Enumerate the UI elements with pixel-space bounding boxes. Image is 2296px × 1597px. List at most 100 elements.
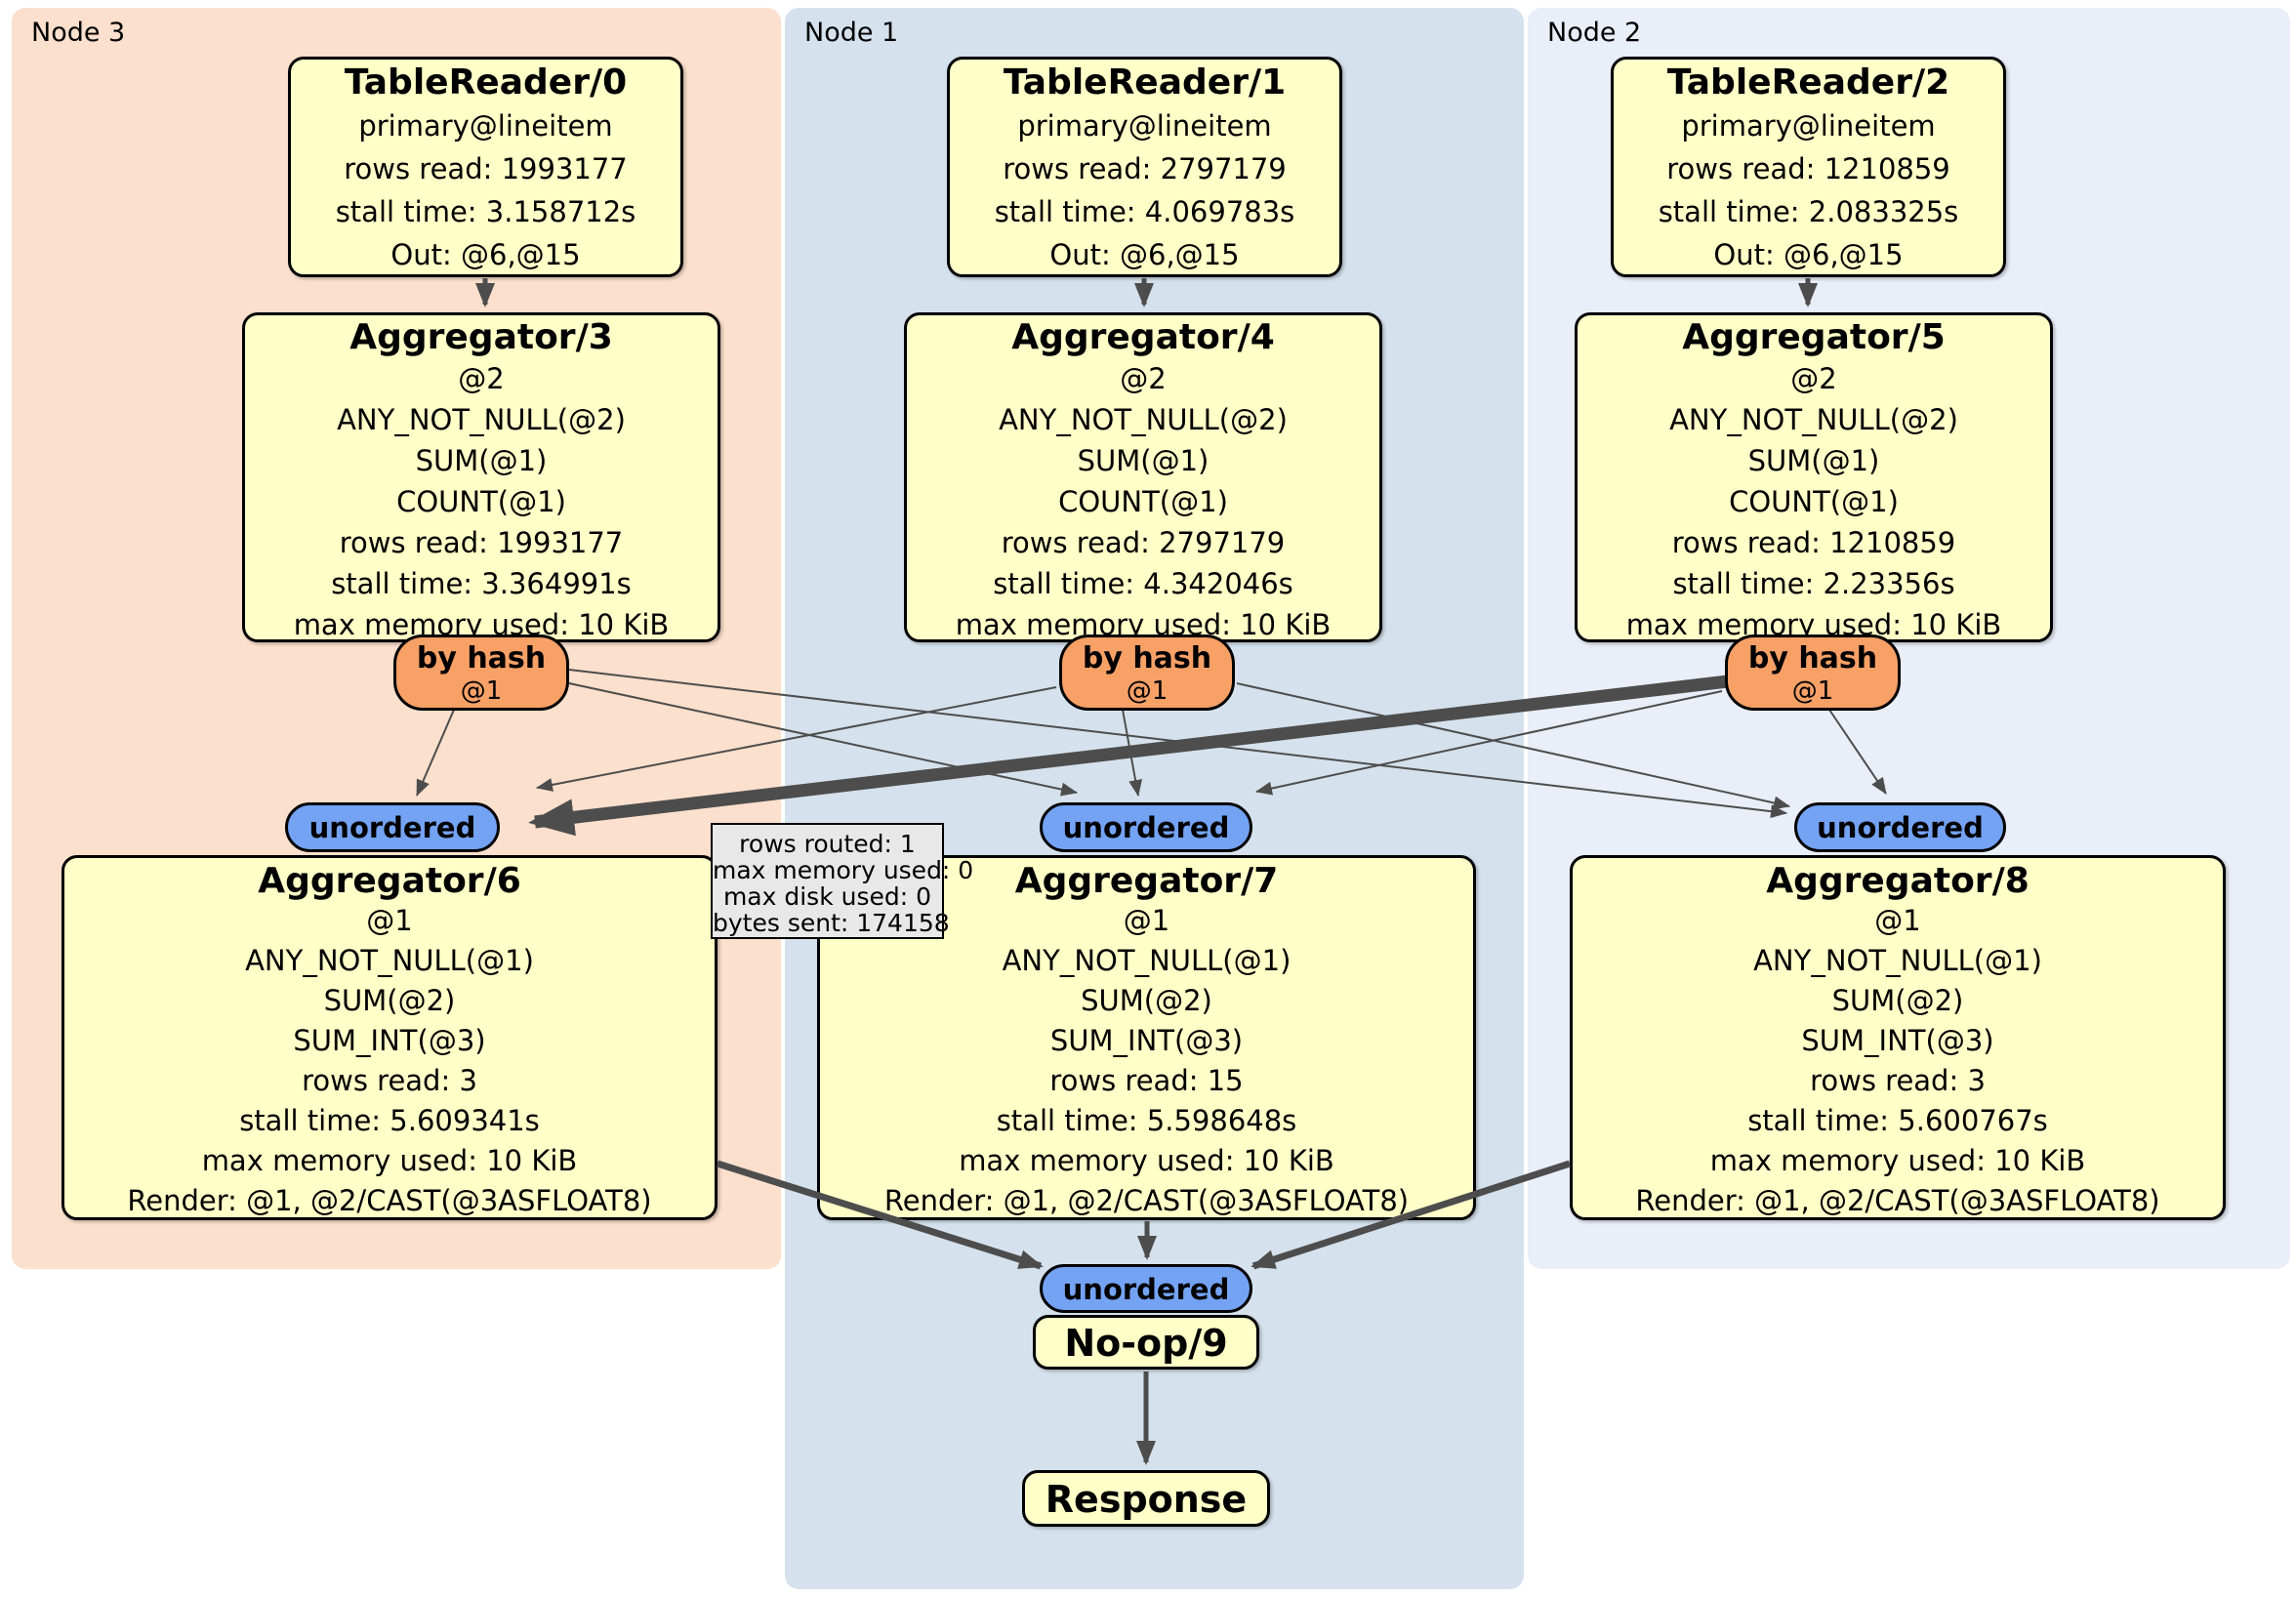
node-line: rows read: 3 <box>1810 1064 1986 1097</box>
node-line: @2 <box>1790 362 1837 395</box>
node-line: Render: @1, @2/CAST(@3ASFLOAT8) <box>1635 1184 2160 1217</box>
node-title: Aggregator/4 <box>1011 317 1275 357</box>
router-label: by hash <box>1747 641 1878 676</box>
node-line: @2 <box>458 362 505 395</box>
node-aggregator-6[interactable]: Aggregator/6 @1 ANY_NOT_NULL(@1) SUM(@2)… <box>62 855 718 1220</box>
node-line: primary@lineitem <box>358 109 613 143</box>
node-title: Response <box>1045 1478 1248 1521</box>
node-tablereader-2[interactable]: TableReader/2 primary@lineitem rows read… <box>1611 57 2006 277</box>
node-line: ANY_NOT_NULL(@2) <box>337 403 626 436</box>
node-line: ANY_NOT_NULL(@2) <box>1669 403 1958 436</box>
node-line: rows read: 1993177 <box>339 526 624 559</box>
sync-unordered-1[interactable]: unordered <box>1040 802 1252 852</box>
node-line: COUNT(@1) <box>1058 485 1228 518</box>
router-by-hash-0[interactable]: by hash @1 <box>393 635 569 711</box>
node-line: rows read: 2797179 <box>1003 152 1287 185</box>
node-line: SUM(@1) <box>1747 444 1880 477</box>
sync-unordered-3[interactable]: unordered <box>1040 1264 1252 1313</box>
node-aggregator-5[interactable]: Aggregator/5 @2 ANY_NOT_NULL(@2) SUM(@1)… <box>1575 312 2053 642</box>
node-aggregator-3[interactable]: Aggregator/3 @2 ANY_NOT_NULL(@2) SUM(@1)… <box>242 312 720 642</box>
node-line: Out: @6,@15 <box>390 238 581 271</box>
node-line: SUM(@1) <box>1077 444 1210 477</box>
node-line: stall time: 2.083325s <box>1658 195 1959 228</box>
node-line: stall time: 2.23356s <box>1672 567 1955 600</box>
router-by-hash-1[interactable]: by hash @1 <box>1059 635 1235 711</box>
node-line: ANY_NOT_NULL(@1) <box>245 944 534 977</box>
node-title: TableReader/0 <box>344 62 628 102</box>
node-line: rows read: 1210859 <box>1666 152 1950 185</box>
node-title: Aggregator/5 <box>1682 317 1946 357</box>
tooltip-line: max disk used: 0 <box>722 882 932 911</box>
node-title: No-op/9 <box>1064 1322 1228 1365</box>
sync-label: unordered <box>1062 811 1230 844</box>
node-title: Aggregator/6 <box>258 861 521 901</box>
node-line: stall time: 5.609341s <box>239 1104 540 1137</box>
node-aggregator-8[interactable]: Aggregator/8 @1 ANY_NOT_NULL(@1) SUM(@2)… <box>1570 855 2226 1220</box>
node-line: ANY_NOT_NULL(@1) <box>1753 944 2042 977</box>
tooltip-line: rows routed: 1 <box>739 830 916 858</box>
node-line: COUNT(@1) <box>396 485 566 518</box>
sync-label: unordered <box>308 811 476 844</box>
node-line: SUM_INT(@3) <box>1801 1024 1994 1057</box>
router-columns: @1 <box>1791 676 1834 706</box>
node-line: @2 <box>1120 362 1167 395</box>
node-response[interactable]: Response <box>1022 1470 1270 1527</box>
node-line: rows read: 15 <box>1049 1064 1244 1097</box>
node-line: rows read: 3 <box>302 1064 477 1097</box>
node-line: max memory used: 10 KiB <box>201 1144 578 1177</box>
node-noop-9[interactable]: No-op/9 <box>1033 1315 1259 1370</box>
node-line: rows read: 1210859 <box>1671 526 1956 559</box>
node-line: Render: @1, @2/CAST(@3ASFLOAT8) <box>127 1184 652 1217</box>
node-line: SUM(@2) <box>323 984 456 1017</box>
node-line: rows read: 1993177 <box>344 152 628 185</box>
router-label: by hash <box>1082 641 1212 676</box>
node-line: @1 <box>1874 904 1921 937</box>
tooltip-line: max memory used: 0 <box>713 856 974 884</box>
tooltip-line: bytes sent: 174158 <box>713 909 950 937</box>
node-line: SUM_INT(@3) <box>293 1024 486 1057</box>
node-line: rows read: 2797179 <box>1001 526 1286 559</box>
sync-unordered-0[interactable]: unordered <box>285 802 500 852</box>
sync-unordered-2[interactable]: unordered <box>1794 802 2006 852</box>
node-line: Out: @6,@15 <box>1713 238 1904 271</box>
node-tablereader-0[interactable]: TableReader/0 primary@lineitem rows read… <box>288 57 683 277</box>
node-line: SUM_INT(@3) <box>1049 1024 1244 1057</box>
node-line: stall time: 4.069783s <box>994 195 1295 228</box>
node-line: primary@lineitem <box>1017 109 1272 143</box>
node-aggregator-4[interactable]: Aggregator/4 @2 ANY_NOT_NULL(@2) SUM(@1)… <box>904 312 1382 642</box>
node-title: TableReader/2 <box>1666 62 1950 102</box>
router-columns: @1 <box>460 676 503 706</box>
node-line: max memory used: 10 KiB <box>1709 1144 2086 1177</box>
node-line: stall time: 3.364991s <box>331 567 632 600</box>
node-line: ANY_NOT_NULL(@1) <box>1002 944 1292 977</box>
router-by-hash-2[interactable]: by hash @1 <box>1725 635 1901 711</box>
router-columns: @1 <box>1126 676 1168 706</box>
node-line: SUM(@2) <box>1831 984 1964 1017</box>
sync-label: unordered <box>1062 1273 1230 1306</box>
sync-label: unordered <box>1817 811 1984 844</box>
router-label: by hash <box>416 641 547 676</box>
node-line: ANY_NOT_NULL(@2) <box>999 403 1288 436</box>
node-line: stall time: 5.600767s <box>1747 1104 2048 1137</box>
region-label-node1: Node 1 <box>804 18 899 48</box>
node-title: Aggregator/8 <box>1766 861 2030 901</box>
node-line: max memory used: 10 KiB <box>959 1144 1334 1177</box>
node-tablereader-1[interactable]: TableReader/1 primary@lineitem rows read… <box>947 57 1342 277</box>
node-title: Aggregator/7 <box>1014 861 1279 901</box>
node-title: TableReader/1 <box>1003 62 1287 102</box>
node-line: primary@lineitem <box>1681 109 1936 143</box>
node-line: Out: @6,@15 <box>1049 238 1240 271</box>
node-line: stall time: 4.342046s <box>993 567 1293 600</box>
region-label-node2: Node 2 <box>1547 18 1642 48</box>
tooltip: rows routed: 1 max memory used: 0 max di… <box>711 823 974 939</box>
node-line: SUM(@2) <box>1081 984 1212 1017</box>
node-line: Render: @1, @2/CAST(@3ASFLOAT8) <box>883 1184 1410 1217</box>
node-line: @1 <box>1123 904 1170 937</box>
node-line: stall time: 5.598648s <box>996 1104 1297 1137</box>
region-label-node3: Node 3 <box>31 18 126 48</box>
node-line: COUNT(@1) <box>1729 485 1899 518</box>
node-line: stall time: 3.158712s <box>335 195 636 228</box>
node-title: Aggregator/3 <box>349 317 613 357</box>
node-line: SUM(@1) <box>415 444 548 477</box>
